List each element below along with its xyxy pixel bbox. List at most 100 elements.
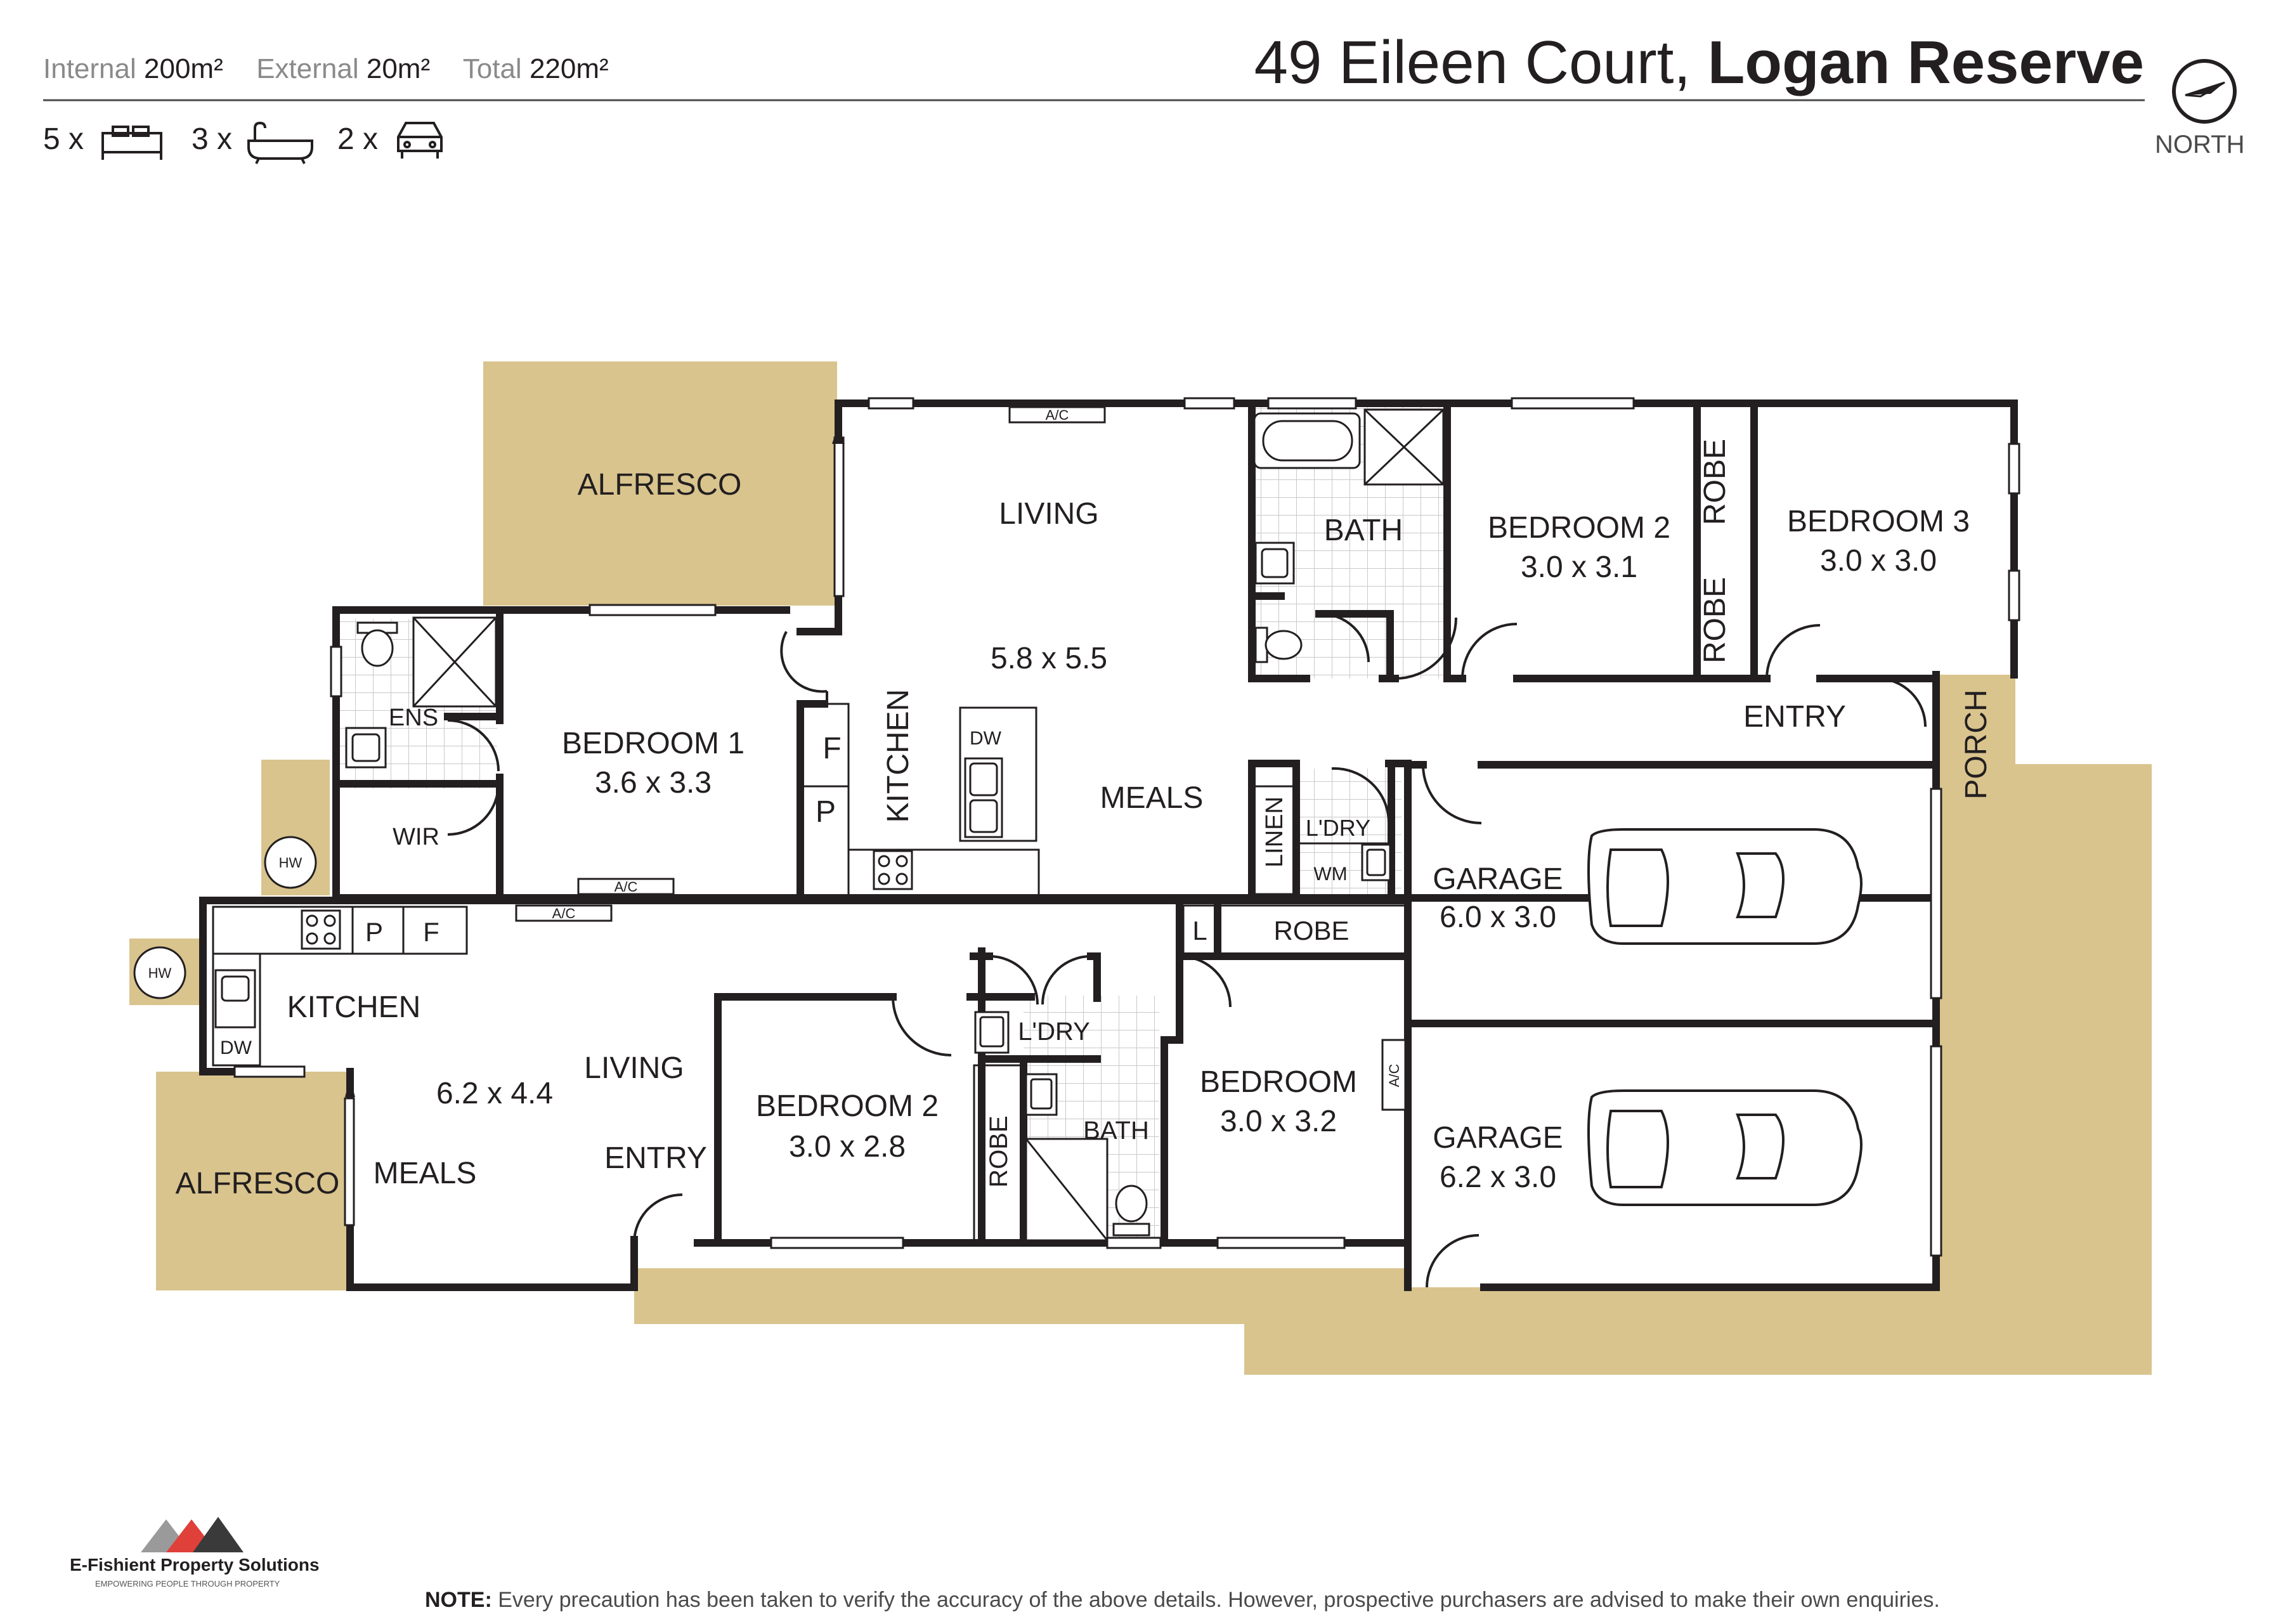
hw-top-label: HW [279, 855, 302, 871]
bedroom1-size: 3.6 x 3.3 [595, 766, 712, 800]
ac-lower-label: A/C [552, 906, 576, 921]
living-lower-size: 6.2 x 4.4 [436, 1077, 553, 1110]
living-top-size: 5.8 x 5.5 [991, 642, 1107, 675]
garage1-size: 6.0 x 3.0 [1440, 900, 1556, 934]
door-swings [447, 612, 1927, 1288]
stove-icon [301, 909, 341, 950]
bedroom2-top-size: 3.0 x 3.1 [1521, 550, 1637, 584]
laundry-top-label: L'DRY [1306, 815, 1370, 841]
kitchen-lower-joinery [212, 906, 468, 1067]
external-label: External [256, 53, 359, 84]
ac-bedroom-label: A/C [1386, 1064, 1402, 1088]
windows [233, 397, 2020, 1257]
pantry-lower-label: P [365, 917, 383, 947]
l-cupboard-label: L [1192, 916, 1207, 945]
dw-lower-label: DW [220, 1037, 252, 1058]
bedroom1-label: BEDROOM 1 [562, 727, 745, 760]
car-top-view-icon [1587, 828, 1863, 945]
meals-lower-label: MEALS [374, 1157, 477, 1190]
bath-top-label: BATH [1324, 514, 1403, 547]
kitchen-lower-label: KITCHEN [287, 991, 421, 1024]
address-street: 49 Eileen Court, [1254, 29, 1691, 96]
hw-lower-label: HW [148, 965, 172, 981]
wm-label: WM [1313, 864, 1347, 885]
dw-top-label: DW [970, 728, 1002, 749]
bedroom-lower-size: 3.0 x 3.2 [1220, 1105, 1337, 1138]
disclaimer-note: NOTE: Every precaution has been taken to… [425, 1588, 1940, 1613]
porch-label: PORCH [1960, 689, 1993, 799]
bed-icon [101, 126, 162, 160]
bedroom3-label: BEDROOM 3 [1787, 505, 1970, 538]
compass-icon [2172, 59, 2237, 124]
area-stats: Internal 200m² External 20m² Total 220m² [43, 53, 609, 85]
total-value: 220m² [529, 53, 609, 84]
note-text: Every precaution has been taken to verif… [498, 1588, 1940, 1612]
alfresco-lower-label: ALFRESCO [176, 1167, 340, 1200]
living-top-label: LIVING [999, 497, 1098, 531]
garage2-label: GARAGE [1433, 1121, 1563, 1155]
bedroom-lower-label: BEDROOM [1200, 1065, 1357, 1099]
toilet-icon [356, 621, 398, 667]
alfresco-top-area [483, 361, 837, 606]
shower-icon [1025, 1138, 1109, 1242]
kitchen-top-label: KITCHEN [881, 689, 915, 823]
north-label: NORTH [2155, 131, 2245, 159]
kitchen-top-joinery [799, 703, 1040, 899]
ens-label: ENS [389, 705, 438, 731]
bath-icon [247, 121, 313, 164]
entry-lower-label: ENTRY [604, 1141, 707, 1175]
living-lower-label: LIVING [584, 1051, 684, 1085]
bedroom2-top-label: BEDROOM 2 [1488, 511, 1670, 545]
sink-icon [964, 757, 1003, 838]
bedroom2-lower-label: BEDROOM 2 [756, 1089, 939, 1123]
stove-icon [873, 850, 913, 890]
basin-icon [1254, 542, 1295, 585]
bathtub-icon [1253, 412, 1361, 469]
robe-lower-v-label: ROBE [985, 1115, 1013, 1187]
front-yard [634, 675, 2152, 1375]
company-logo [141, 1517, 244, 1552]
car-top-view-icon [1587, 1089, 1863, 1206]
alfresco-lower-area [156, 1072, 350, 1290]
garage2-size: 6.2 x 3.0 [1440, 1160, 1556, 1194]
room-labels: ALFRESCO LIVING 5.8 x 5.5 BATH BEDROOM 2… [148, 407, 1993, 1200]
sink-icon [1361, 843, 1391, 881]
ac-bed1-label: A/C [615, 879, 638, 895]
laundry-lower-label: L'DRY [1018, 1018, 1090, 1046]
internal-label: Internal [43, 53, 136, 84]
sink-icon [974, 1011, 1010, 1054]
total-label: Total [462, 53, 522, 84]
fridge-top-label: F [823, 732, 841, 765]
address-title: 49 Eileen Court, Logan Reserve [1254, 28, 2144, 98]
ac-units [515, 406, 1407, 1111]
basin-icon [1025, 1073, 1058, 1116]
fridge-lower-label: F [423, 917, 439, 947]
sink-icon [214, 969, 256, 1029]
company-name: E-Fishient Property Solutions [70, 1555, 320, 1575]
external-value: 20m² [366, 53, 431, 84]
car-count: 2 x [337, 122, 379, 156]
wir-label: WIR [393, 824, 439, 850]
garage1-label: GARAGE [1433, 862, 1563, 896]
toilet-icon [1254, 627, 1303, 663]
robe-b-label: ROBE [1698, 577, 1732, 663]
company-tagline: EMPOWERING PEOPLE THROUGH PROPERTY [95, 1579, 280, 1588]
linen-label: LINEN [1261, 796, 1288, 867]
bedroom3-size: 3.0 x 3.0 [1820, 544, 1937, 578]
laundry-top-joinery [1252, 785, 1390, 895]
ac-living-label: A/C [1046, 407, 1069, 423]
entry-top-label: ENTRY [1743, 700, 1846, 734]
bath-count: 3 x [192, 122, 233, 156]
note-label: NOTE: [425, 1588, 492, 1612]
bedroom2-lower-size: 3.0 x 2.8 [789, 1130, 906, 1164]
hw-units [133, 836, 317, 999]
address-suburb: Logan Reserve [1707, 29, 2144, 96]
robe-lower-joinery [973, 904, 1407, 1244]
internal-value: 200m² [144, 53, 223, 84]
pantry-top-label: P [816, 795, 836, 829]
entry-arrows [345, 425, 845, 1097]
bed-count: 5 x [43, 122, 84, 156]
meals-top-label: MEALS [1100, 781, 1204, 815]
shower-icon [412, 616, 497, 708]
